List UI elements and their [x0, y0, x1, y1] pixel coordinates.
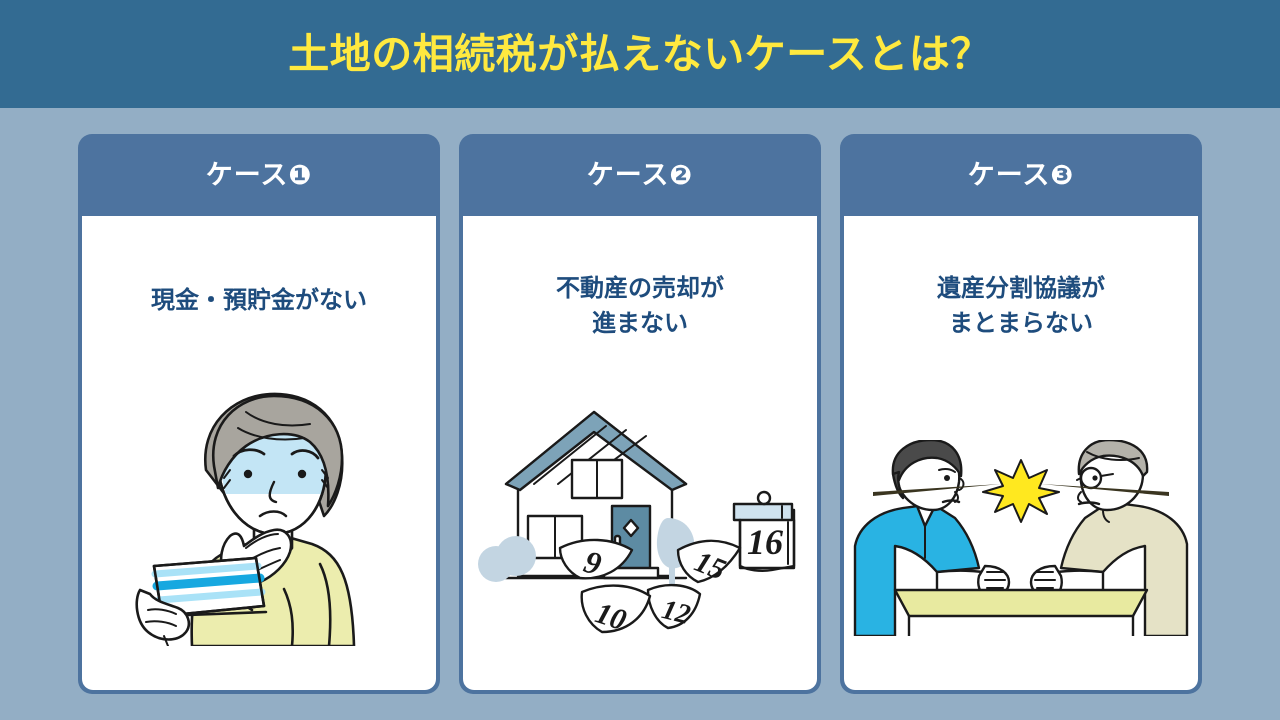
case-card-3-caption: 遺産分割協議が まとまらない [937, 275, 1105, 337]
case-card-1-body: 現金・預貯金がない [82, 216, 436, 690]
case-card-3-body: 遺産分割協議が まとまらない [844, 216, 1198, 690]
case-card-3[interactable]: ケース❸ 遺産分割協議が まとまらない [840, 134, 1202, 694]
case-card-2-badge: ケース❷ [586, 159, 694, 190]
cases-card-row: ケース❶ 現金・預貯金がない [78, 134, 1202, 694]
svg-text:16: 16 [747, 522, 783, 562]
case-card-1[interactable]: ケース❶ 現金・預貯金がない [78, 134, 440, 694]
case-card-3-badge: ケース❸ [967, 159, 1075, 190]
header-banner: 土地の相続税が払えないケースとは？ [0, 0, 1280, 108]
case-card-1-caption: 現金・預貯金がない [151, 287, 367, 314]
case-card-2-header: ケース❷ [459, 134, 821, 216]
case-card-2[interactable]: ケース❷ 不動産の売却が 進まない [459, 134, 821, 694]
case-card-2-body: 不動産の売却が 進まない [463, 216, 817, 690]
case-card-3-header: ケース❸ [840, 134, 1202, 216]
case-card-2-caption: 不動産の売却が 進まない [556, 275, 724, 337]
case-card-1-header: ケース❶ [78, 134, 440, 216]
page-title: 土地の相続税が払えないケースとは？ [288, 30, 992, 77]
case-card-1-badge: ケース❶ [205, 159, 313, 190]
two-people-arguing-at-table-icon [844, 440, 1198, 636]
house-with-calendar-icon: 16 15 12 10 9 [463, 398, 817, 646]
worried-person-with-bankbook-icon [82, 384, 436, 646]
svg-text:12: 12 [659, 594, 694, 631]
